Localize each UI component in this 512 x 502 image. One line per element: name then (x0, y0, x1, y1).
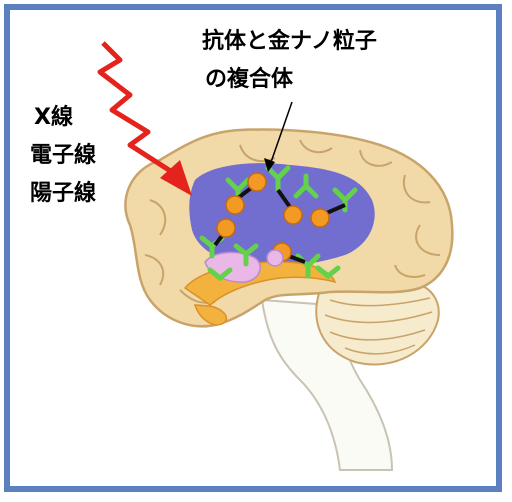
gold-nanoparticle-icon (226, 196, 244, 214)
radiation-label-proton: 陽子線 (30, 180, 96, 208)
zigzag-arrow-icon (100, 43, 172, 172)
gold-nanoparticle-icon (267, 250, 283, 266)
radiation-label-electron: 電子線 (30, 142, 96, 170)
gold-nanoparticle-icon (217, 219, 235, 237)
radiation-label-xray: X線 (34, 104, 73, 132)
complex-label-line1: 抗体と金ナノ粒子 (202, 28, 377, 56)
gold-nanoparticle-icon (248, 173, 266, 191)
complex-label-line2: の複合体 (205, 66, 293, 94)
gold-nanoparticle-icon (311, 209, 329, 227)
gold-nanoparticle-icon (284, 206, 302, 224)
